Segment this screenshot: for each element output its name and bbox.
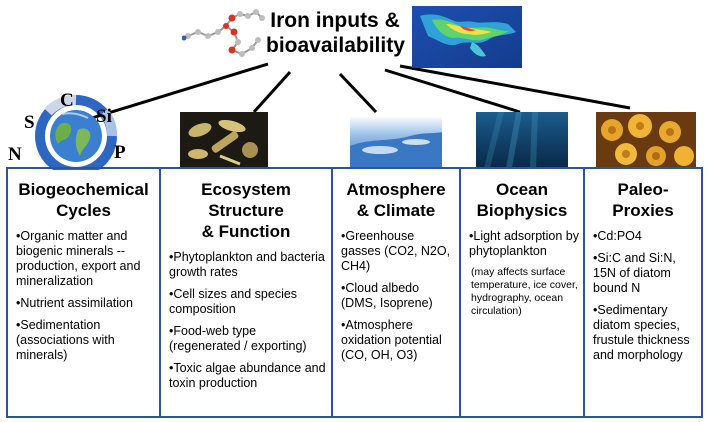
bullet-item: •Si:C and Si:N, 15N of diatom bound N [593,251,676,295]
connector-ocean [384,68,521,114]
column-divider [583,167,585,418]
topics-panel [6,167,703,418]
bullet-item: •Nutrient assimilation [16,296,133,310]
nutrient-cycle-globe-image [35,95,117,170]
connector-atmosphere [338,72,378,114]
column-bullets: •Phytoplankton and bacteria growth rates… [161,250,331,391]
bullet-item: •Food-web type (regenerated / exporting) [169,324,307,353]
column-title: Ocean Biophysics [476,180,568,220]
bullet-item: •Phytoplankton and bacteria growth rates [169,250,325,279]
nutrient-label-c: C [60,90,74,111]
underwater-light-image [476,112,568,168]
column-atmosphere-climate: Atmosphere & Climate •Greenhouse gasses … [333,167,459,418]
column-bullets: •Cd:PO4 •Si:C and Si:N, 15N of diatom bo… [585,229,701,363]
earth-atmosphere-image [350,116,442,168]
bullet-note: (may affects surface temperature, ice co… [471,266,578,317]
nutrient-label-si: Si [96,106,112,127]
column-biogeochemical-cycles: Biogeochemical Cycles •Organic matter an… [8,167,159,418]
connector-biogeochemical [91,62,269,120]
iron-deposition-map [412,6,522,68]
bullet-item: •Toxic algae abundance and toxin product… [169,361,326,390]
column-ecosystem-structure: Ecosystem Structure & Function •Phytopla… [161,167,331,418]
column-bullets: •Greenhouse gasses (CO2, N2O, CH4) •Clou… [333,229,459,363]
nutrient-label-s: S [24,112,35,133]
column-divider [331,167,333,418]
bullet-item: •Greenhouse gasses (CO2, N2O, CH4) [341,229,451,273]
bullet-item: •Cloud albedo (DMS, Isoprene) [341,281,433,310]
column-bullets: •Light adsorption by phytoplankton (may … [461,229,583,318]
bullet-item: •Cell sizes and species composition [169,287,298,316]
column-divider [459,167,461,418]
connector-paleo [399,64,631,110]
bullet-item: •Organic matter and biogenic minerals --… [16,229,141,288]
bullet-item: •Light adsorption by phytoplankton [469,229,580,258]
connector-ecosystem [252,70,292,114]
column-paleo-proxies: Paleo- Proxies •Cd:PO4 •Si:C and Si:N, 1… [585,167,701,418]
column-title: Biogeochemical Cycles [18,180,149,220]
column-title: Paleo- Proxies [612,180,674,220]
column-title: Atmosphere & Climate [346,180,446,220]
nutrient-label-n: N [8,144,22,165]
iron-molecule-image [182,9,265,57]
bullet-item: •Cd:PO4 [593,229,642,243]
column-bullets: •Organic matter and biogenic minerals --… [8,229,159,363]
column-title: Ecosystem Structure & Function [201,180,291,241]
bullet-item: •Sedimentation (associations with minera… [16,318,115,362]
hub-title-line2: bioavailability [266,34,405,57]
nutrient-label-p: P [114,142,126,163]
diatom-fossils-image [596,112,696,168]
plankton-microscope-image [180,112,268,168]
bullet-item: •Sedimentary diatom species, frustule th… [593,303,690,362]
column-divider [159,167,161,418]
column-ocean-biophysics: Ocean Biophysics •Light adsorption by ph… [461,167,583,418]
bullet-item: •Atmosphere oxidation potential (CO, OH,… [341,318,442,362]
hub-title-line1: Iron inputs & [270,9,400,32]
hub-title: Iron inputs & bioavailability [266,8,405,58]
